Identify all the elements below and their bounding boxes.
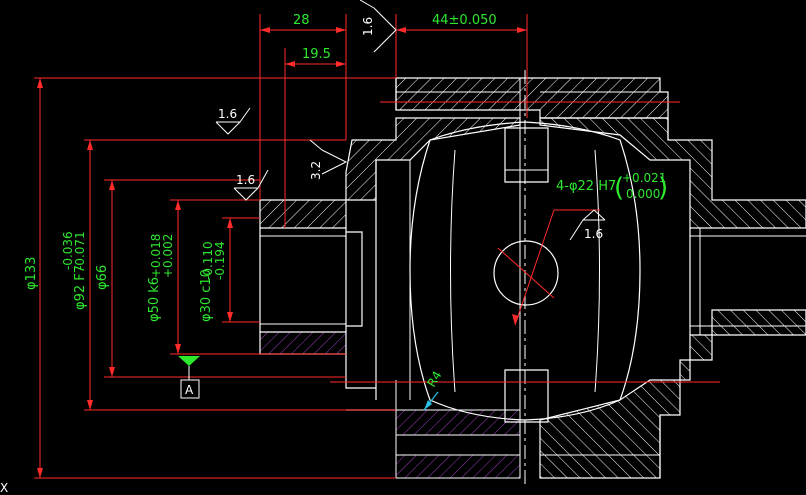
hole-paren-left: ( — [614, 173, 624, 203]
svg-text:1.6: 1.6 — [236, 173, 255, 187]
dim-19-5: 19.5 — [302, 47, 331, 62]
roughness-symbol-top: 1.6 — [359, 0, 397, 53]
radius-callout: R4 — [423, 369, 445, 411]
dim-phi50-tol-lower: +0.002 — [161, 234, 175, 278]
dim-44: 44±0.050 — [432, 13, 497, 28]
section-hatch-upper-left — [259, 117, 521, 229]
ucs-cursor-glyph: X — [0, 481, 8, 495]
svg-text:1.6: 1.6 — [584, 227, 603, 241]
svg-text:3.2: 3.2 — [309, 161, 323, 180]
dim-phi30: φ30 c10 — [199, 269, 214, 322]
dimension-arrows — [37, 27, 527, 478]
hole-paren-right: ) — [658, 173, 668, 203]
dim-phi50-tol-upper: +0.018 — [149, 234, 163, 278]
dim-28: 28 — [293, 13, 310, 28]
section-hatch-bronze-left — [259, 331, 347, 355]
datum-a-symbol: A — [178, 356, 200, 399]
dim-phi30-tol-lower: -0.194 — [213, 241, 227, 280]
svg-text:1.6: 1.6 — [361, 17, 375, 36]
dim-phi92: φ92 F7 — [73, 265, 88, 310]
hole-callout-label: 4-φ22 H7 — [556, 179, 616, 194]
radius-label: R4 — [424, 369, 444, 390]
section-hatch-bronze-bottom — [395, 409, 521, 436]
dim-phi92-tol-lower: -0.071 — [73, 231, 87, 270]
dim-phi133: φ133 — [24, 257, 39, 290]
hole-callout-tol-lower: 0.000 — [626, 187, 660, 201]
section-hatch-upper-right — [539, 117, 806, 229]
dim-phi30-tol-upper: -0.110 — [201, 241, 215, 280]
dim-phi66: φ66 — [95, 265, 110, 290]
part-outline — [259, 70, 806, 485]
roughness-symbols: 1.6 1.6 1.6 3.2 1.6 — [215, 0, 606, 241]
dim-phi92-tol-upper: -0.036 — [61, 231, 75, 270]
roughness-symbol-1: 1.6 — [215, 107, 251, 135]
hole-callout-tol-upper: +0.021 — [622, 171, 666, 185]
datum-label: A — [185, 383, 194, 397]
section-hatch-top-flange — [395, 77, 669, 119]
section-hatch-bronze-bottom2 — [395, 454, 521, 479]
dim-phi50: φ50 k6 — [147, 277, 162, 322]
dimension-lines — [34, 14, 720, 479]
roughness-symbol-2: 1.6 — [233, 169, 269, 201]
roughness-symbol-3: 3.2 — [309, 139, 348, 180]
roughness-symbol-4: 1.6 — [569, 209, 606, 241]
dimension-text: 28 19.5 44±0.050 φ133 φ92 F7 -0.036 -0.0… — [24, 13, 668, 322]
section-hatch-lower-right — [539, 309, 806, 479]
svg-text:1.6: 1.6 — [218, 107, 237, 121]
